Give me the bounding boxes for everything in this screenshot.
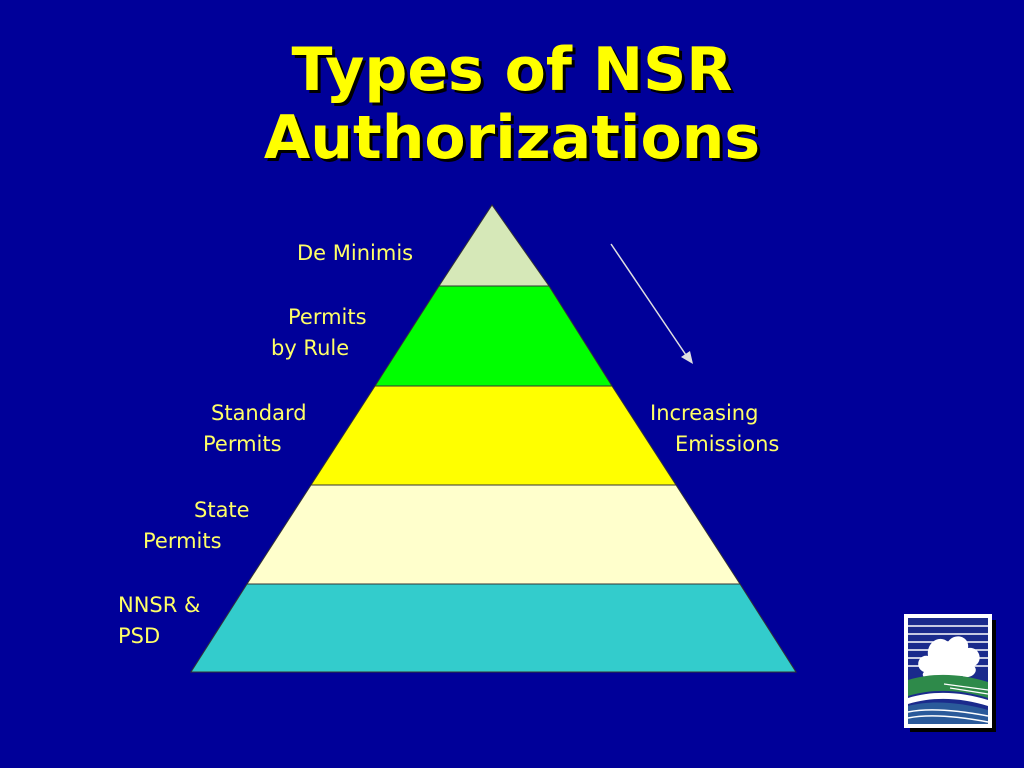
arrow-head-icon xyxy=(681,351,693,364)
label-nnsr-psd: NNSR & PSD xyxy=(118,593,201,648)
tier-permits-by-rule-band xyxy=(374,285,613,387)
agency-logo-icon xyxy=(904,614,996,732)
tier-nnsr-psd-band xyxy=(190,583,797,673)
label-de-minimis: De Minimis xyxy=(297,241,414,265)
tier-standard-permits-band xyxy=(310,385,677,486)
title-line-2: Authorizations xyxy=(263,103,761,173)
tier-de-minimis-band xyxy=(438,204,550,287)
slide-title: Types of NSR Authorizations xyxy=(0,36,1024,172)
label-increasing-emissions: Increasing Emissions xyxy=(650,401,780,456)
title-line-1: Types of NSR xyxy=(291,35,733,105)
increasing-emissions-arrow xyxy=(610,243,689,359)
label-state-permits: State Permits xyxy=(143,498,250,553)
label-standard-permits: Standard Permits xyxy=(203,401,307,456)
tier-state-permits-band xyxy=(246,484,741,585)
label-permits-by-rule: Permits by Rule xyxy=(271,305,367,360)
